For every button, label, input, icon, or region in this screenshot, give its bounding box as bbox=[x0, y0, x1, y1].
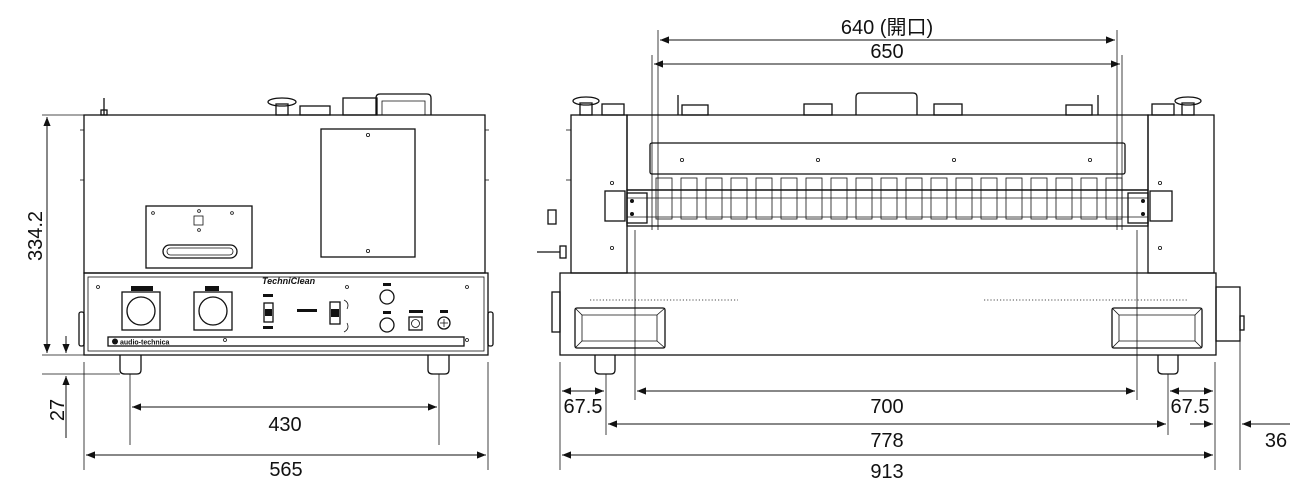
front-socket bbox=[408, 310, 423, 331]
dim-front-foot-height: 27 bbox=[47, 399, 69, 421]
front-big-button-right bbox=[193, 286, 233, 331]
front-top-fittings bbox=[100, 93, 432, 116]
front-upper-body bbox=[83, 114, 486, 274]
side-dimensions: 640 (開口) 650 700 67.5 67.5 778 913 36 bbox=[559, 17, 1290, 483]
front-dimensions: 334.2 27 430 565 bbox=[25, 114, 489, 481]
dim-front-total-width: 565 bbox=[269, 459, 302, 481]
side-vent-left bbox=[590, 299, 738, 301]
side-top-fittings bbox=[572, 92, 1202, 116]
front-knob-upper bbox=[379, 283, 395, 305]
front-ground-terminal bbox=[437, 310, 451, 330]
dim-front-height: 334.2 bbox=[25, 211, 47, 261]
front-foot-right bbox=[427, 355, 450, 375]
brand-label: TechniClean bbox=[262, 276, 316, 286]
dim-side-total-width: 913 bbox=[870, 461, 903, 483]
side-protrusion bbox=[1215, 286, 1241, 342]
front-nameplate-strip bbox=[107, 336, 465, 347]
dim-side-protrusion: 36 bbox=[1265, 430, 1287, 452]
side-handle-left bbox=[574, 307, 666, 349]
front-drawer-handle bbox=[162, 244, 238, 259]
dim-side-left-overhang: 67.5 bbox=[564, 396, 603, 418]
dim-side-opening: 640 (開口) bbox=[841, 17, 933, 39]
front-knob-lower bbox=[379, 311, 395, 333]
side-left-block bbox=[570, 114, 628, 274]
side-roller-brushes bbox=[604, 177, 1173, 227]
dim-side-right-overhang: 67.5 bbox=[1171, 396, 1210, 418]
dim-side-outer-foot-span: 778 bbox=[870, 430, 903, 452]
dim-side-foot-span: 700 bbox=[870, 396, 903, 418]
front-access-panel bbox=[320, 128, 416, 258]
front-foot-left bbox=[119, 355, 142, 375]
dim-side-roller-width: 650 bbox=[870, 41, 903, 63]
dim-front-foot-span: 430 bbox=[268, 414, 301, 436]
front-toggle-switch-left bbox=[263, 294, 274, 329]
front-big-button-left bbox=[121, 286, 161, 331]
side-foot-right bbox=[1157, 355, 1179, 375]
side-roller-window bbox=[649, 142, 1126, 175]
maker-label: audio-technica bbox=[120, 340, 170, 347]
front-view: TechniClean bbox=[78, 93, 494, 375]
side-view bbox=[537, 92, 1245, 375]
front-toggle-switch-right bbox=[329, 299, 349, 333]
side-right-block bbox=[1147, 114, 1215, 274]
front-drawer-plate bbox=[145, 205, 253, 269]
side-foot-left bbox=[594, 355, 616, 375]
side-handle-right bbox=[1111, 307, 1203, 349]
side-upper-cover bbox=[626, 114, 1149, 191]
